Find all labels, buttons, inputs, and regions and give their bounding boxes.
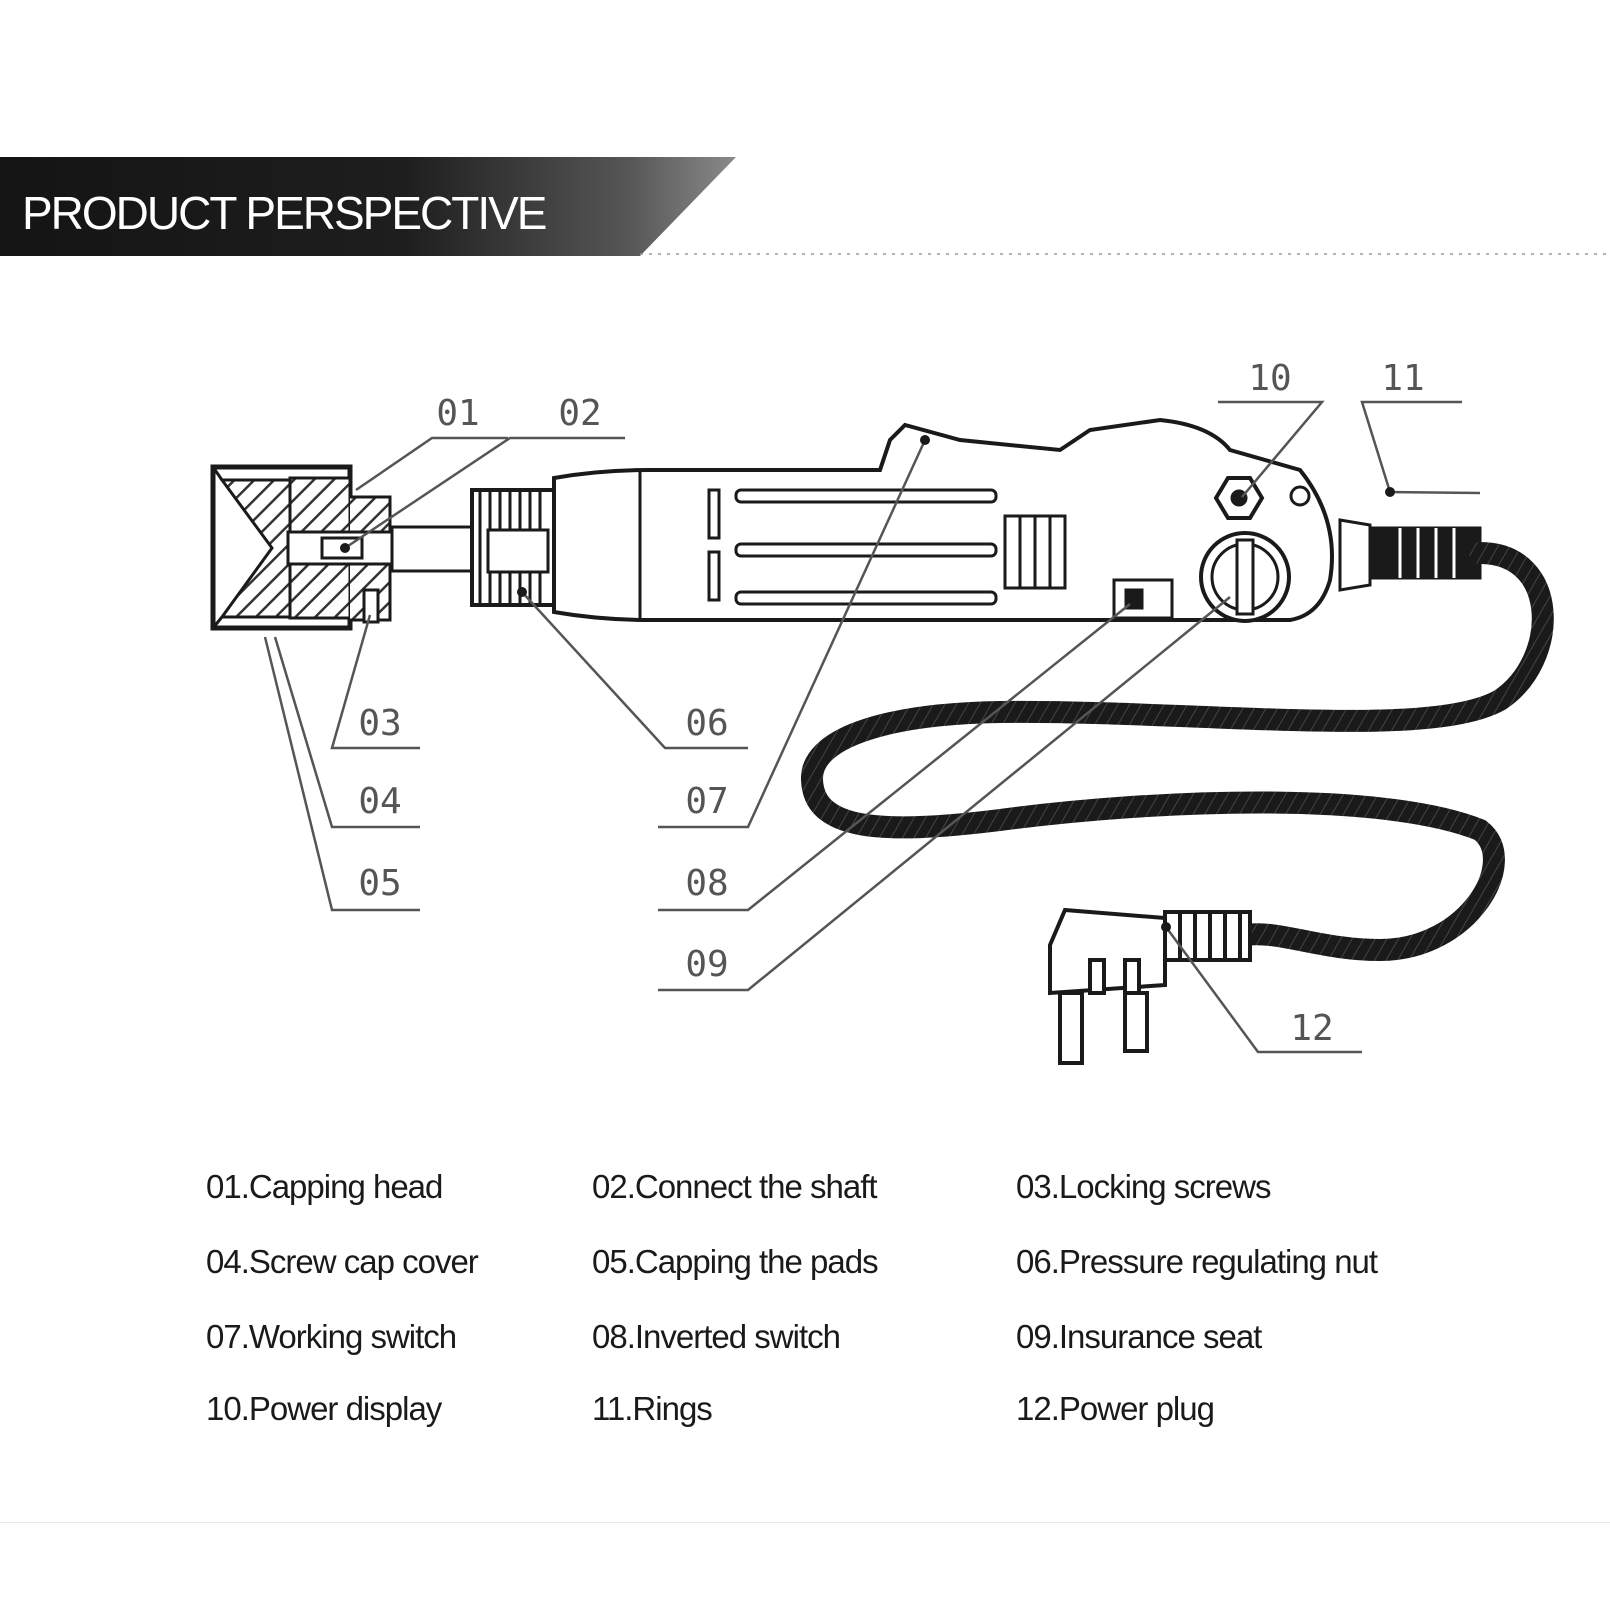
capping-head-part — [210, 464, 394, 631]
shaft-part — [390, 525, 474, 573]
header-banner — [0, 157, 1610, 256]
legend-item: 05.Capping the pads — [592, 1243, 879, 1280]
legend-item: 04.Screw cap cover — [206, 1243, 479, 1280]
legend-item: 12.Power plug — [1016, 1390, 1215, 1427]
power-plug-part — [1048, 907, 1252, 1065]
legend-item: 11.Rings — [592, 1390, 713, 1427]
callout-12: 12 — [1290, 1008, 1333, 1049]
footer-divider — [0, 1522, 1610, 1523]
callout-08: 08 — [685, 863, 728, 904]
legend-item: 01.Capping head — [206, 1168, 443, 1205]
product-diagram: 01 02 03 04 05 06 07 08 09 10 11 12 — [210, 358, 1554, 1065]
legend-item: 02.Connect the shaft — [592, 1168, 878, 1205]
body-vents — [707, 488, 998, 606]
callout-09: 09 — [685, 944, 728, 985]
cord-relief-part — [1338, 518, 1482, 592]
legend-item: 09.Insurance seat — [1016, 1318, 1262, 1355]
callout-06: 06 — [685, 703, 728, 744]
power-display-part — [1213, 476, 1265, 520]
tool-drawing — [210, 417, 1482, 631]
legend-item: 07.Working switch — [206, 1318, 457, 1355]
callout-03: 03 — [358, 703, 401, 744]
leader-lines — [263, 400, 1481, 1054]
callout-10: 10 — [1248, 358, 1291, 399]
regulating-nut-part — [470, 488, 556, 607]
callout-numbers: 01 02 03 04 05 06 07 08 09 10 11 12 — [358, 358, 1424, 1049]
callout-04: 04 — [358, 781, 401, 822]
callout-07: 07 — [685, 781, 728, 822]
ring-part — [1289, 485, 1311, 507]
callout-05: 05 — [358, 863, 401, 904]
page-title: PRODUCT PERSPECTIVE — [22, 187, 547, 239]
insurance-seat-part — [1199, 531, 1291, 623]
legend-item: 03.Locking screws — [1016, 1168, 1271, 1205]
legend-item: 08.Inverted switch — [592, 1318, 841, 1355]
legend-item: 06.Pressure regulating nut — [1016, 1243, 1378, 1280]
power-cord — [801, 542, 1554, 962]
tool-body — [552, 417, 1334, 622]
callout-01: 01 — [436, 393, 479, 434]
legend-item: 10.Power display — [206, 1390, 442, 1427]
banner-shape — [0, 157, 736, 256]
leader-dots — [340, 435, 1395, 932]
callout-02: 02 — [558, 393, 601, 434]
callout-11: 11 — [1381, 358, 1424, 399]
